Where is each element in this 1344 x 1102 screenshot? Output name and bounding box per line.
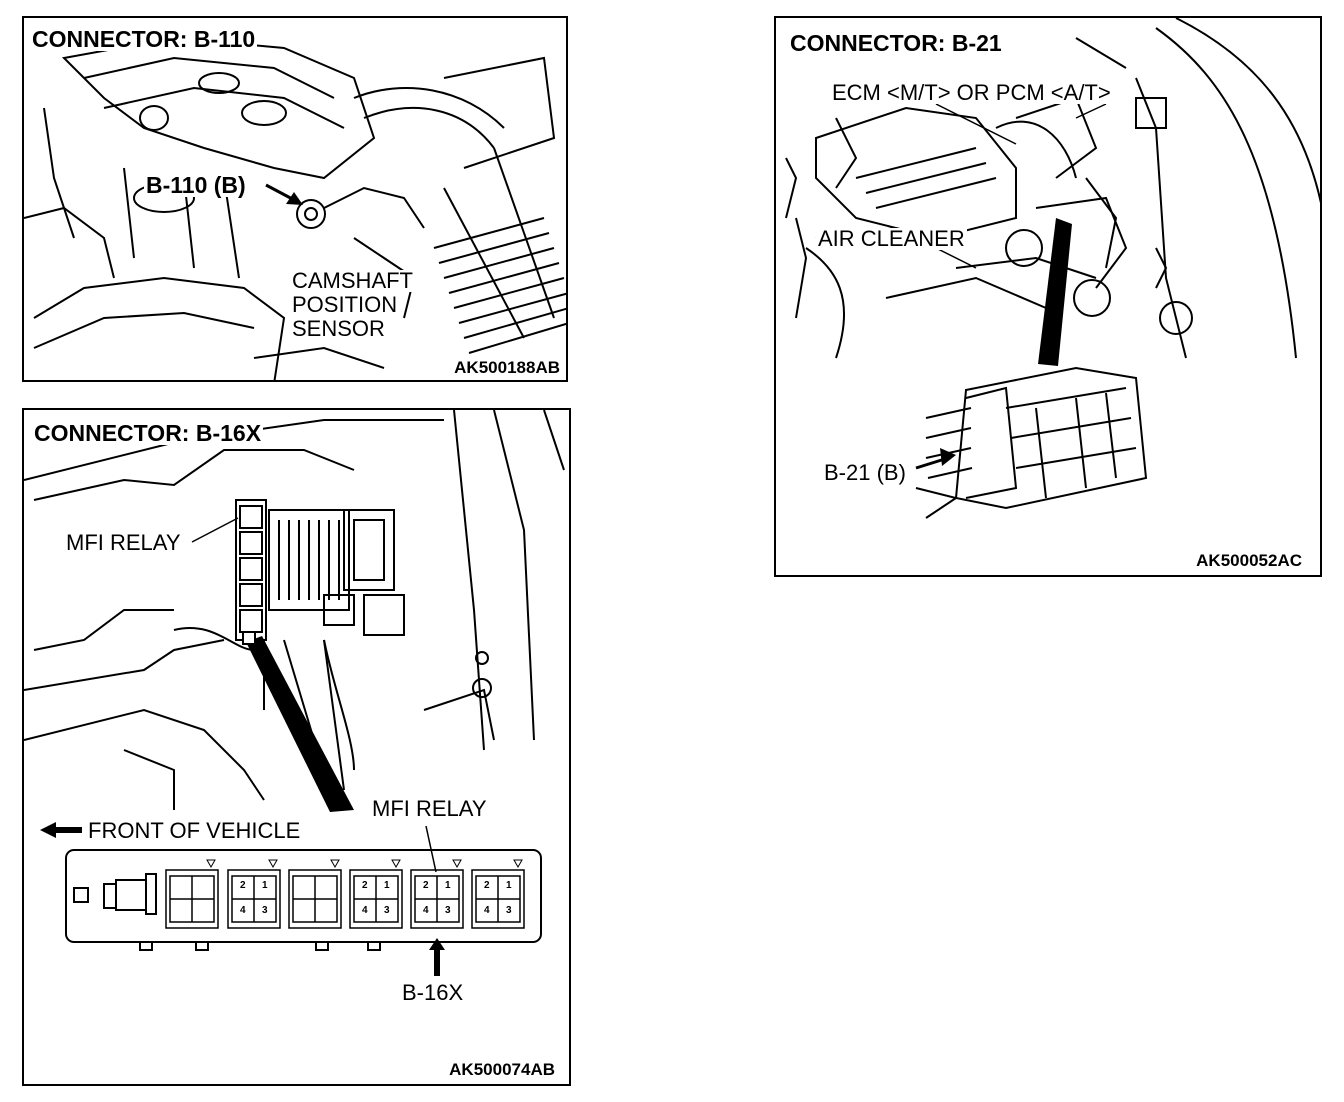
sensor-label-line-2: POSITION — [290, 292, 400, 317]
panel-b110: CONNECTOR: B-110 B-110 (B) CAMSHAFT POSI… — [22, 16, 568, 382]
sensor-label-line-1: CAMSHAFT — [290, 268, 415, 293]
relay-slot-4-pins: 2 1 4 3 — [354, 876, 398, 922]
pin-label: 3 — [384, 905, 390, 916]
pin-label: 2 — [423, 880, 429, 891]
connector-pointer-label: B-110 (B) — [144, 172, 248, 198]
pin-label: 2 — [240, 880, 246, 891]
relay-slot-2-pins: 2 1 4 3 — [232, 876, 276, 922]
pin-label: 2 — [484, 880, 490, 891]
panel-b21: CONNECTOR: B-21 ECM <M/T> OR PCM <A/T> A… — [774, 16, 1322, 577]
pin-label: 3 — [506, 905, 512, 916]
pin-label: 3 — [262, 905, 268, 916]
figure-code: AK500074AB — [449, 1060, 555, 1079]
figure-code: AK500052AC — [1196, 551, 1302, 570]
b110-engine-illustration — [24, 36, 566, 380]
relay-slot-5-pins: 2 1 4 3 — [415, 876, 459, 922]
pin-label: 1 — [384, 880, 390, 891]
panel-title: CONNECTOR: B-110 — [30, 26, 258, 52]
panel-title: CONNECTOR: B-16X — [32, 420, 264, 446]
connector-pointer-label: B-21 (B) — [822, 460, 908, 485]
pin-label: 4 — [423, 905, 429, 916]
mfi-relay-label: MFI RELAY — [64, 530, 183, 555]
panel-title: CONNECTOR: B-21 — [788, 30, 1004, 56]
pin-label: 2 — [362, 880, 368, 891]
pin-label: 4 — [362, 905, 368, 916]
connector-pointer-label: B-16X — [402, 980, 464, 1005]
pin-label: 4 — [484, 905, 490, 916]
pin-label: 1 — [506, 880, 512, 891]
pin-label: 3 — [445, 905, 451, 916]
b16x-relay-box-illustration — [24, 410, 565, 976]
panel-b16x: 2 1 4 3 2 1 4 3 2 1 4 3 2 1 4 3 CONNECTO… — [22, 408, 571, 1086]
relay-slot-6-pins: 2 1 4 3 — [476, 876, 520, 922]
b21-ecm-illustration — [785, 18, 1320, 519]
sensor-label-line-3: SENSOR — [290, 316, 387, 341]
pin-label: 1 — [445, 880, 451, 891]
air-cleaner-label: AIR CLEANER — [816, 226, 967, 251]
pin-label: 1 — [262, 880, 268, 891]
figure-code: AK500188AB — [452, 358, 562, 377]
front-of-vehicle-label: FRONT OF VEHICLE — [86, 818, 303, 843]
pin-label: 4 — [240, 905, 246, 916]
mfi-relay-detail-label: MFI RELAY — [370, 796, 489, 821]
ecm-pcm-label: ECM <M/T> OR PCM <A/T> — [830, 80, 1113, 105]
